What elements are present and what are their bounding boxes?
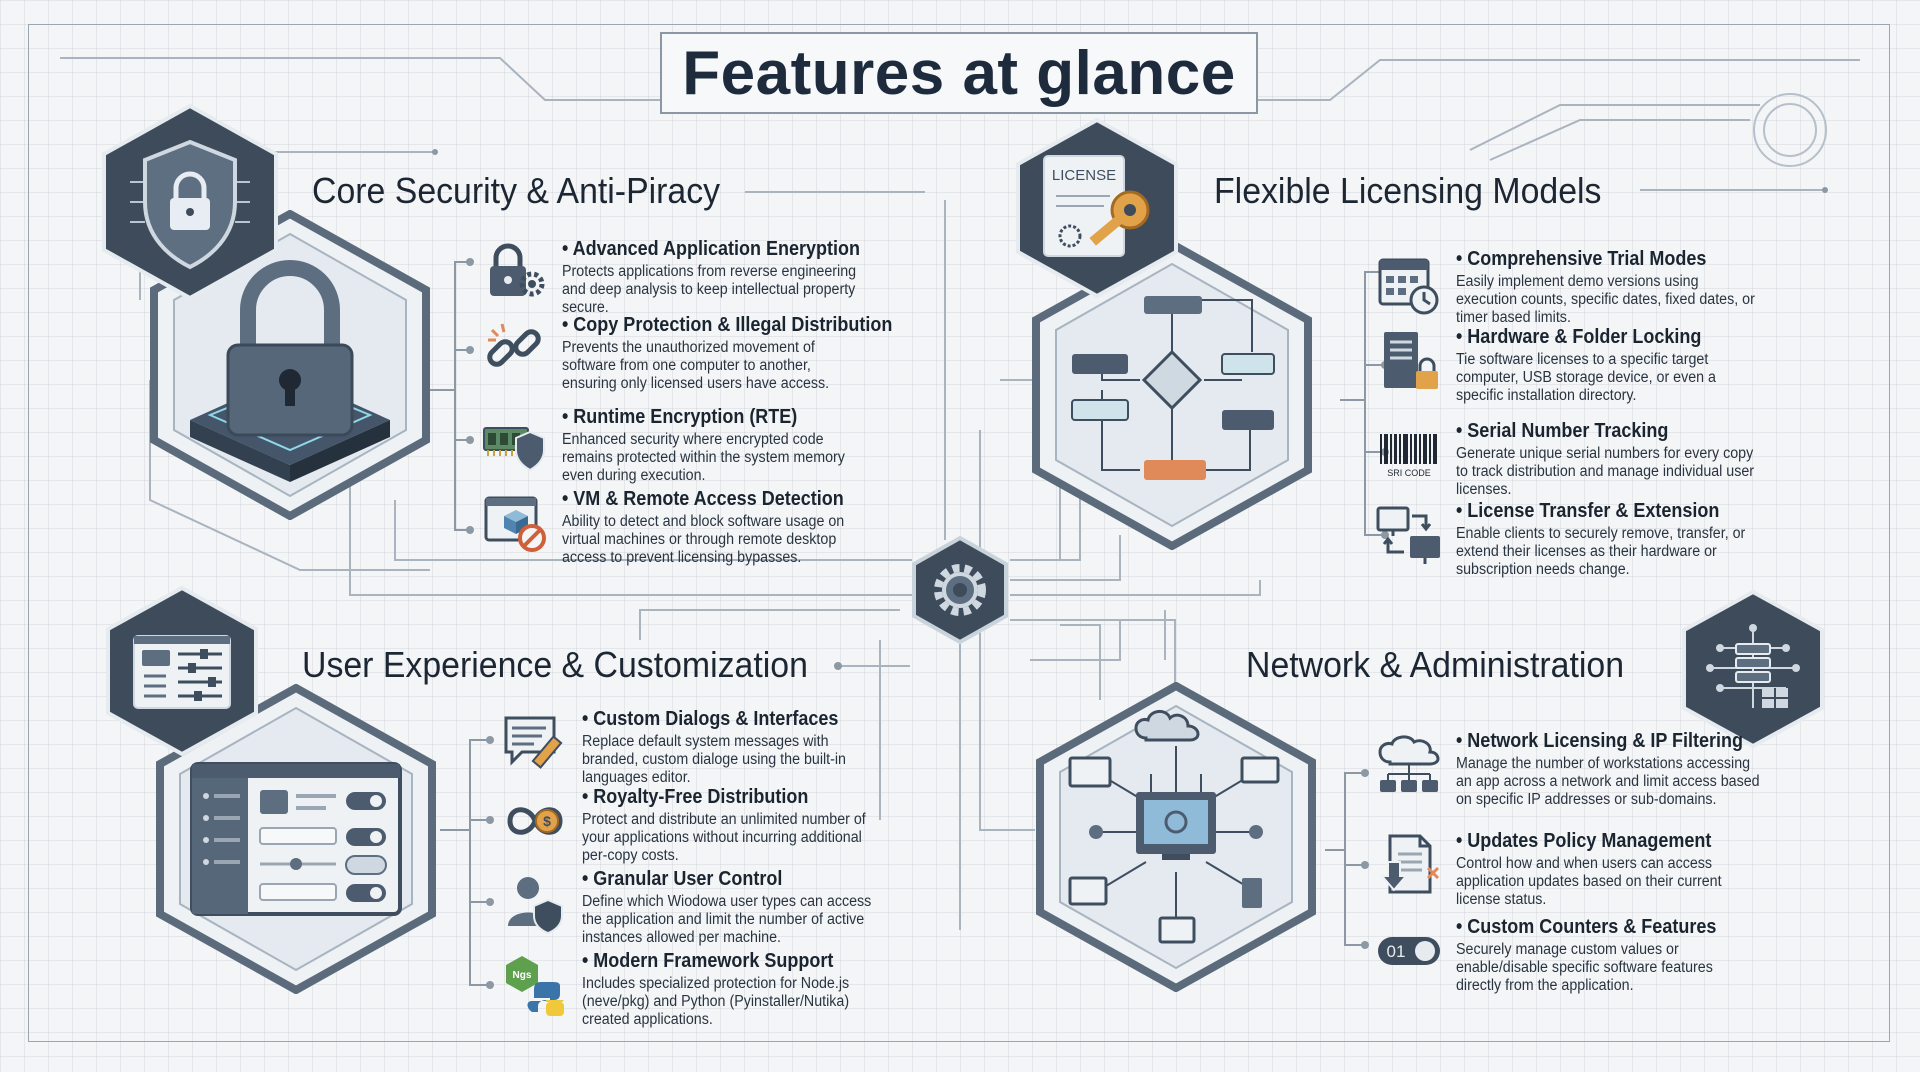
feature-description: Protect and distribute an unlimited numb… — [582, 811, 866, 864]
feature-copy-protection: Copy Protection & Illegal DistributionPr… — [482, 314, 962, 393]
ux-settings-illustration — [156, 684, 436, 994]
cloud-network-icon — [1378, 735, 1440, 792]
feature-description: Ability to detect and block software usa… — [562, 513, 845, 566]
feature-description: Includes specialized protection for Node… — [582, 975, 850, 1028]
licensing-flowchart-illustration — [1032, 240, 1312, 550]
svg-text:$: $ — [543, 813, 551, 829]
shield-lock-badge — [100, 102, 280, 302]
feature-title: Granular User Control — [582, 868, 942, 891]
central-gear-hub — [910, 534, 1010, 646]
barcode-icon: SRI CODE — [1380, 434, 1437, 478]
sliders-window-badge — [104, 584, 260, 758]
feature-description: Generate unique serial numbers for every… — [1456, 445, 1755, 498]
cloud-icon — [1134, 710, 1200, 742]
page-frame — [28, 24, 1890, 1042]
feature-title: Network Licensing & IP Filtering — [1456, 730, 1816, 753]
feature-description: Easily implement demo versions using exe… — [1456, 273, 1755, 326]
license-key-badge: LICENSE — [1014, 116, 1180, 300]
feature-title: Serial Number Tracking — [1456, 420, 1816, 443]
feature-description: Control how and when users can access ap… — [1456, 855, 1722, 908]
transfer-monitors-icon — [1376, 506, 1440, 564]
gear-icon — [934, 564, 986, 616]
feature-description: Replace default system messages with bra… — [582, 733, 846, 786]
feature-description: Prevents the unauthorized movement of so… — [562, 339, 830, 392]
feature-description: Protects applications from reverse engin… — [562, 263, 857, 316]
page-title: Features at glance — [682, 38, 1236, 108]
section-title-core-security: Core Security & Anti-Piracy — [312, 170, 721, 211]
feature-description: Tie software licenses to a specific targ… — [1456, 351, 1717, 404]
title-box: Features at glance — [660, 32, 1258, 114]
feature-description: Securely manage custom values or enable/… — [1456, 941, 1713, 994]
core-security-illustration — [150, 210, 430, 520]
calendar-clock-icon — [1378, 258, 1439, 315]
broken-chain-icon — [487, 323, 541, 367]
dialog-pencil-icon — [504, 716, 563, 769]
feature-description: Enable clients to securely remove, trans… — [1456, 525, 1746, 578]
vm-block-icon — [484, 496, 546, 552]
network-diagram-illustration — [1036, 682, 1316, 992]
feature-description: Manage the number of workstations access… — [1456, 755, 1760, 808]
feature-title: Royalty-Free Distribution — [582, 786, 942, 809]
server-network-badge — [1680, 588, 1826, 750]
feature-title: Runtime Encryption (RTE) — [562, 406, 922, 429]
barcode-label: SRI CODE — [1387, 468, 1431, 478]
feature-runtime-encryption: Runtime Encryption (RTE)Enhanced securit… — [482, 406, 962, 485]
feature-title: Modern Framework Support — [582, 950, 942, 973]
feature-title: VM & Remote Access Detection — [562, 488, 922, 511]
feature-serial-tracking: SRI CODE Serial Number TrackingGenerate … — [1376, 420, 1856, 499]
memory-shield-icon — [483, 427, 545, 472]
license-badge-text: LICENSE — [1052, 167, 1116, 184]
feature-description: Enhanced security where encrypted code r… — [562, 431, 845, 484]
padlock-gear-icon — [490, 243, 545, 297]
feature-title: Copy Protection & Illegal Distribution — [562, 314, 922, 337]
padlock-platform-icon — [190, 260, 390, 482]
user-shield-icon — [508, 877, 563, 935]
feature-title: Updates Policy Management — [1456, 830, 1816, 853]
section-title-network: Network & Administration — [1246, 644, 1625, 685]
infinity-dollar-icon: $ — [507, 807, 563, 835]
feature-title: Advanced Application Eneryption — [562, 238, 922, 261]
node-logo-text: Ngs — [513, 970, 532, 981]
toggle-counter-icon: 01 — [1378, 937, 1440, 965]
feature-title: Custom Counters & Features — [1456, 916, 1816, 939]
section-title-flexible-licensing: Flexible Licensing Models — [1214, 170, 1602, 211]
node-python-icon: Ngs — [506, 956, 564, 1016]
feature-advanced-encryption: Advanced Application EneryptionProtects … — [482, 238, 962, 317]
feature-title: Custom Dialogs & Interfaces — [582, 708, 942, 731]
feature-title: Hardware & Folder Locking — [1456, 326, 1816, 349]
feature-title: Comprehensive Trial Modes — [1456, 248, 1816, 271]
server-lock-icon — [1384, 332, 1438, 389]
toggle-counter-text: 01 — [1387, 942, 1406, 961]
section-title-ux: User Experience & Customization — [302, 644, 808, 685]
document-download-icon — [1379, 834, 1440, 894]
feature-description: Define which Wiodowa user types can acce… — [582, 893, 872, 946]
feature-title: License Transfer & Extension — [1456, 500, 1816, 523]
